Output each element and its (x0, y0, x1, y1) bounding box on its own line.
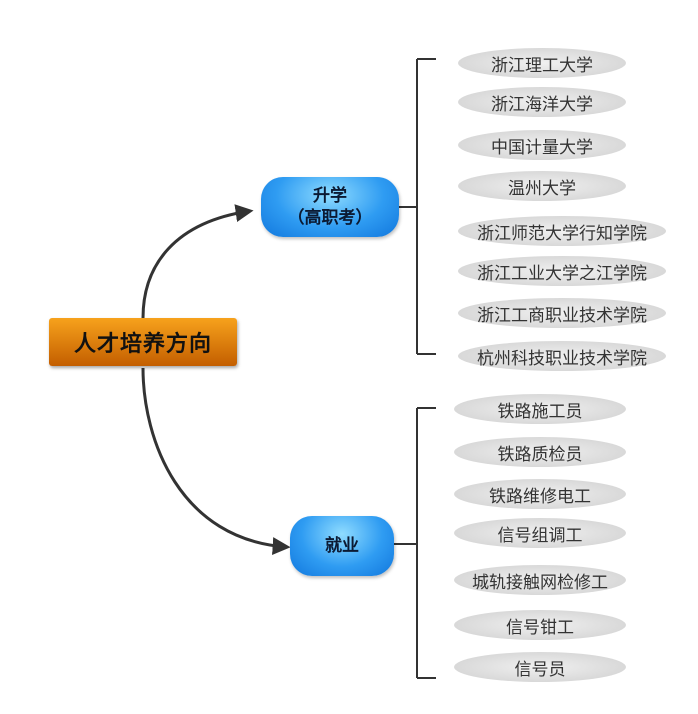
leaf-node: 中国计量大学 (458, 130, 626, 160)
bracket-b (394, 407, 436, 679)
branch-label-line2: （高职考） (287, 208, 373, 228)
leaf-node: 温州大学 (458, 171, 626, 201)
root-node: 人才培养方向 (49, 318, 237, 366)
branch-node-employment: 就业 (290, 516, 394, 576)
leaf-node: 杭州科技职业技术学院 (458, 341, 666, 371)
arrow-to-branch-b (141, 367, 291, 556)
bracket-a (399, 58, 436, 355)
leaf-node: 铁路施工员 (454, 394, 626, 424)
leaf-node: 铁路质检员 (454, 437, 626, 467)
branch-label-line1: 升学 (313, 186, 347, 206)
leaf-node: 浙江海洋大学 (458, 87, 626, 117)
leaf-node: 铁路维修电工 (454, 479, 626, 509)
branch-node-further-study: 升学 （高职考） (261, 177, 399, 237)
leaf-node: 信号钳工 (454, 610, 626, 640)
leaf-node: 信号组调工 (454, 518, 626, 548)
leaf-node: 城轨接触网检修工 (454, 565, 626, 595)
leaf-node: 浙江工商职业技术学院 (458, 298, 666, 328)
leaf-node: 信号员 (454, 652, 626, 682)
leaf-node: 浙江师范大学行知学院 (458, 216, 666, 246)
leaf-node: 浙江理工大学 (458, 48, 626, 78)
root-node-label: 人才培养方向 (73, 332, 212, 357)
arrow-to-branch-a (141, 204, 254, 319)
branch-label-line1: 就业 (325, 536, 359, 556)
leaf-node: 浙江工业大学之江学院 (458, 256, 666, 286)
